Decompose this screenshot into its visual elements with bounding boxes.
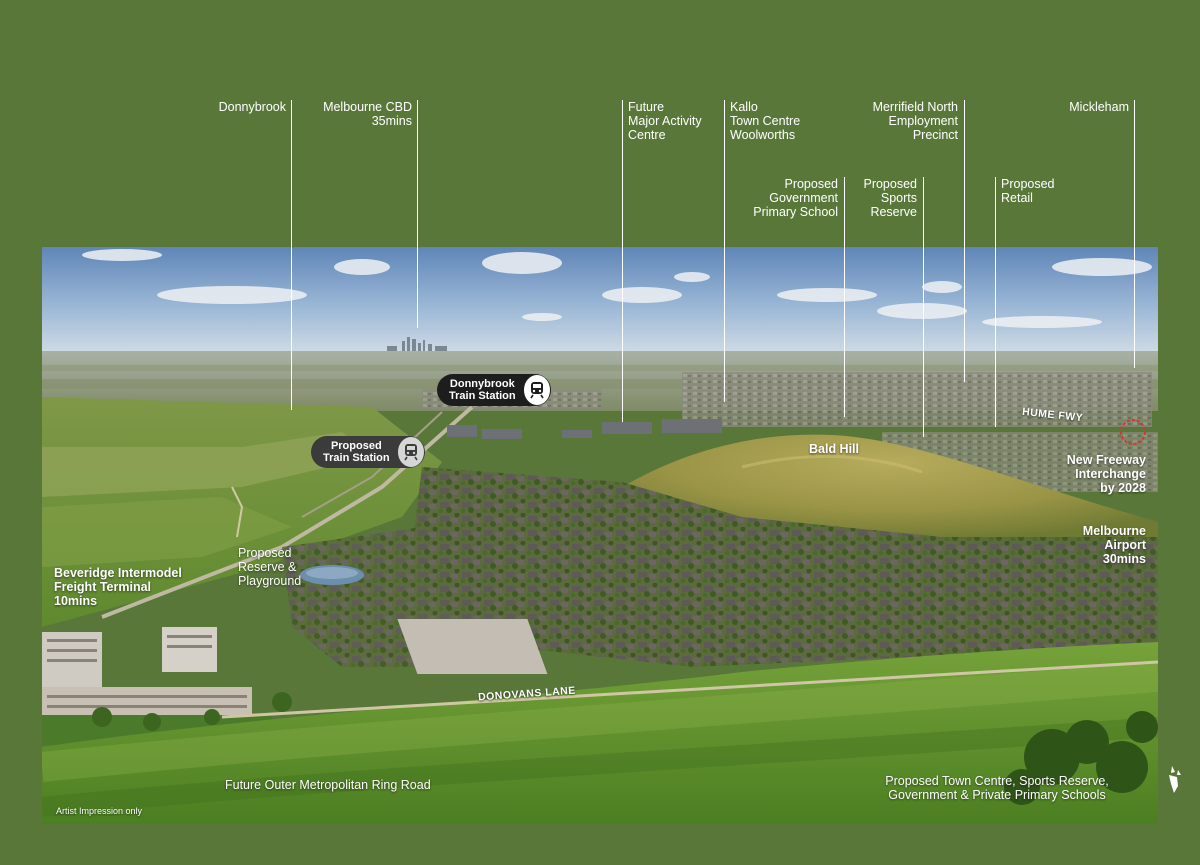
leader-line bbox=[995, 177, 996, 427]
proposed-station-badge: Proposed Train Station bbox=[311, 436, 425, 468]
train-icon bbox=[397, 437, 424, 467]
leader-line bbox=[923, 177, 924, 437]
leader-line bbox=[622, 100, 623, 422]
callout-sports-reserve: Proposed Sports Reserve bbox=[863, 177, 917, 219]
donnybrook-station-badge: Donnybrook Train Station bbox=[437, 374, 551, 406]
callout-mickleham: Mickleham bbox=[1069, 100, 1129, 114]
airport-label: Melbourne Airport 30mins bbox=[1082, 524, 1146, 566]
callout-merrifield: Merrifield North Employment Precinct bbox=[872, 100, 958, 142]
leader-line bbox=[844, 177, 845, 417]
leaf-brand-icon bbox=[1166, 764, 1182, 794]
disclaimer-text: Artist Impression only bbox=[56, 806, 143, 816]
leader-line bbox=[291, 100, 292, 410]
beveridge-label: Beveridge Intermodel Freight Terminal 10… bbox=[54, 566, 182, 608]
callout-melbourne-cbd: Melbourne CBD 35mins bbox=[323, 100, 412, 128]
callout-gov-school: Proposed Government Primary School bbox=[753, 177, 838, 219]
callout-future-mac: Future Major Activity Centre bbox=[628, 100, 702, 142]
aerial-image bbox=[42, 247, 1158, 824]
leader-line bbox=[964, 100, 965, 382]
callout-retail: Proposed Retail bbox=[1001, 177, 1055, 205]
interchange-label: New Freeway Interchange by 2028 bbox=[1066, 453, 1146, 495]
train-icon bbox=[523, 375, 550, 405]
callout-donnybrook: Donnybrook bbox=[218, 100, 286, 114]
station-name: Proposed Train Station bbox=[323, 440, 390, 464]
leader-line bbox=[417, 100, 418, 328]
leader-line bbox=[724, 100, 725, 402]
station-name: Donnybrook Train Station bbox=[449, 378, 516, 402]
aerial-illustration bbox=[42, 247, 1158, 824]
reserve-label: Proposed Reserve & Playground bbox=[238, 546, 302, 588]
town-centre-label: Proposed Town Centre, Sports Reserve, Go… bbox=[885, 774, 1109, 802]
bald-hill-label: Bald Hill bbox=[809, 442, 860, 456]
callout-kallo: Kallo Town Centre Woolworths bbox=[730, 100, 801, 142]
ring-road-label: Future Outer Metropolitan Ring Road bbox=[225, 778, 431, 792]
leader-line bbox=[1134, 100, 1135, 368]
